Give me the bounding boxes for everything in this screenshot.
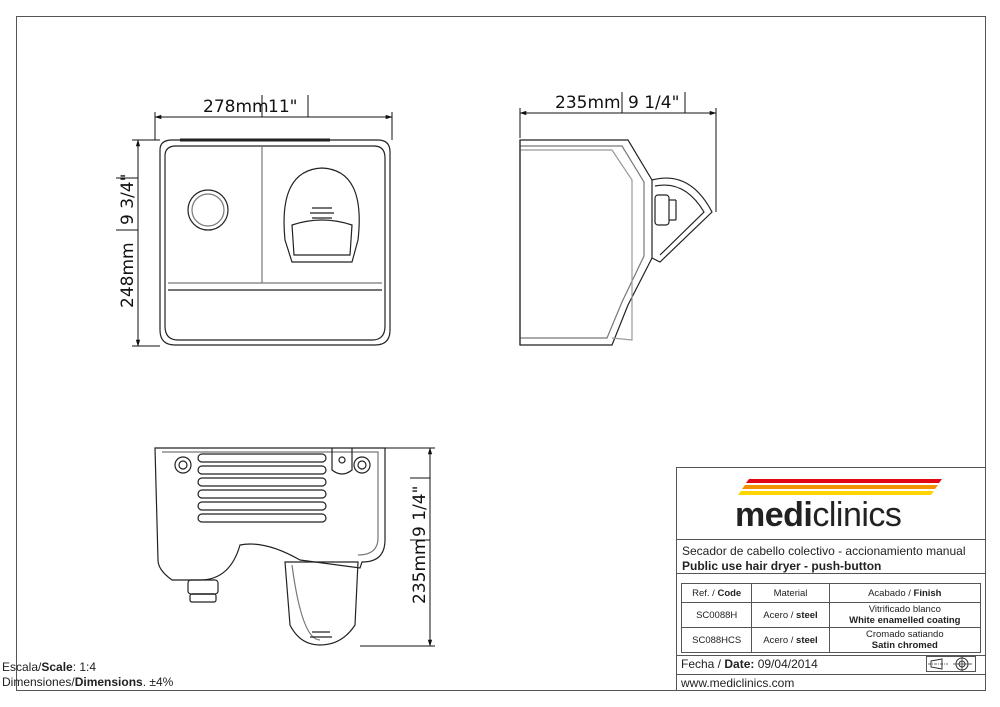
- logo-thin: clinics: [812, 496, 902, 534]
- screw-right: [353, 456, 371, 474]
- date: Fecha / Date: 09/04/2014: [681, 657, 818, 671]
- side-view: [519, 139, 713, 346]
- side-depth-dimension: [519, 92, 717, 212]
- col-material: Material: [751, 583, 830, 603]
- nozzle-side: [651, 177, 713, 263]
- screw-left: [174, 456, 192, 474]
- front-view: [159, 138, 391, 346]
- side-depth-label-inch: 9 1/4": [628, 93, 679, 113]
- table-header: Ref. / Code Material Acabado / Finish: [680, 583, 982, 603]
- code-table: Ref. / Code Material Acabado / Finish SC…: [680, 583, 982, 653]
- bottom-depth-label-inch: 9 1/4": [410, 486, 430, 537]
- description-es: Secador de cabello colectivo - accionami…: [682, 544, 966, 558]
- date-row: Fecha / Date: 09/04/2014: [677, 655, 986, 675]
- bottom-view: [154, 447, 386, 646]
- push-button-side: [654, 194, 670, 226]
- description-en: Public use hair dryer - push-button: [682, 559, 882, 573]
- bottom-depth-label: 235mm: [410, 538, 430, 604]
- first-angle-projection-icon: [926, 656, 976, 672]
- push-button-bottom: [187, 579, 219, 595]
- front-height-label-inch: 9 3/4": [118, 174, 138, 225]
- front-height-dimension: [116, 139, 160, 347]
- title-block: mediclinics Secador de cabello colectivo…: [676, 467, 986, 691]
- col-ref: Ref. / Code: [680, 583, 753, 603]
- col-finish: Acabado / Finish: [828, 583, 982, 603]
- logo-bold: medi: [735, 496, 813, 534]
- table-row: SC0088H Acero / steel Vitrificado blanco…: [680, 602, 982, 628]
- side-depth-label: 235mm: [555, 93, 621, 113]
- front-height-label: 248mm: [118, 242, 138, 308]
- logo: mediclinics: [735, 496, 902, 535]
- scale-note: Escala/Scale: 1:4: [2, 660, 97, 674]
- nozzle-front: [283, 167, 360, 263]
- nozzle-bottom: [284, 561, 359, 646]
- dimensions-note: Dimensiones/Dimensions. ±4%: [2, 675, 174, 689]
- website-link[interactable]: www.mediclinics.com: [681, 676, 795, 690]
- drawing-frame: [16, 16, 986, 691]
- bottom-depth-dimension: [360, 447, 435, 647]
- push-button-front: [187, 189, 229, 231]
- logo-area: mediclinics: [677, 468, 986, 540]
- product-description: Secador de cabello colectivo - accionami…: [677, 539, 986, 574]
- front-width-dimension: [154, 95, 393, 140]
- logo-stripes-icon: [738, 479, 942, 495]
- front-width-label: 278mm: [203, 97, 269, 117]
- front-width-label-inch: 11": [268, 97, 297, 117]
